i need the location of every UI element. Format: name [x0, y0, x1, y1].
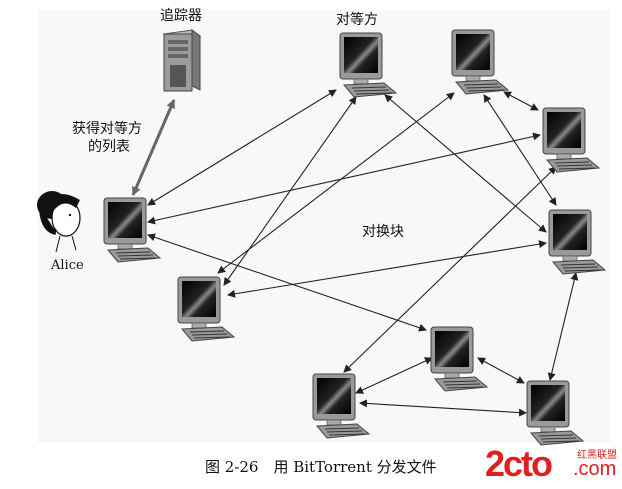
peer-exchange-arrow	[355, 357, 433, 394]
watermark-com: .com	[573, 458, 617, 480]
alice-label: Alice	[51, 258, 84, 273]
peer-computer-icon	[339, 32, 397, 98]
peer-exchange-arrow	[227, 240, 547, 298]
get-peer-list-label-2: 的列表	[88, 139, 130, 155]
peer-exchange-arrow	[147, 132, 541, 225]
peer-computer-icon	[312, 373, 370, 439]
peer-computer-icon	[526, 380, 584, 446]
peer-exchange-arrow	[547, 272, 579, 381]
peer-exchange-arrow	[223, 96, 357, 286]
tracker-link-arrow	[131, 99, 176, 196]
peer-computer-icon	[548, 209, 606, 275]
peers-label: 对等方	[336, 12, 378, 28]
figure-caption: 图 2-26 用 BitTorrent 分发文件	[205, 458, 437, 476]
peer-exchange-arrow	[359, 399, 527, 417]
exchange-chunks-label: 对换块	[362, 224, 404, 240]
peer-computer-icon	[451, 29, 509, 95]
get-peer-list-label-1: 获得对等方	[72, 121, 142, 137]
watermark-cn: 红黑联盟	[577, 450, 617, 461]
peer-exchange-arrow	[217, 92, 455, 274]
watermark-main: 2cto	[485, 443, 553, 484]
alice-computer-icon	[103, 197, 161, 263]
peer-exchange-arrow	[477, 357, 525, 384]
peer-computer-icon	[430, 326, 488, 392]
peer-exchange-arrow	[343, 166, 557, 373]
watermark-logo: 2cto 红黑联盟 .com	[485, 444, 620, 484]
alice-avatar-icon	[37, 191, 81, 253]
tracker-label: 追踪器	[160, 8, 202, 24]
tracker-server-icon	[162, 29, 202, 92]
peer-computer-icon	[542, 107, 600, 173]
peer-exchange-arrow	[147, 89, 337, 206]
peer-exchange-arrow	[503, 91, 539, 111]
peer-computer-icon	[177, 276, 235, 342]
